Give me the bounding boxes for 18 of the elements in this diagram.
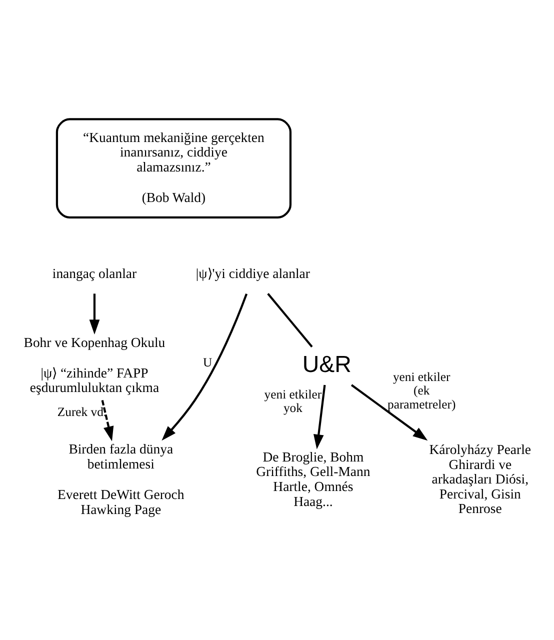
node-text: |ψ⟩'yi ciddiye alanlar	[196, 266, 310, 281]
node-text: De Broglie, Bohm Griffiths, Gell-Mann Hartle, Omnés Haag...	[256, 448, 370, 508]
arrow	[101, 400, 114, 441]
edge-label: yeni etkiler (ek parametreler)	[388, 369, 456, 411]
edge-label: Zurek vd.	[57, 404, 107, 418]
node-text: Bohr ve Kopenhag Okulu |ψ⟩ “zihinde” FAPP eşdurumluluktan çıkma	[24, 334, 166, 395]
connector	[267, 292, 313, 348]
edge-label: U	[202, 355, 212, 370]
node-box: “Kuantum mekaniğine gerçekten inanırsanız, ciddiye alamazsınız.” (Bob Wald)	[56, 118, 292, 218]
arrow	[162, 293, 248, 440]
node-text: U&R	[302, 350, 352, 376]
edge-label: yeni etkiler yok	[264, 386, 322, 415]
node-text: Birden fazla dünya betimlemesi Everett DeWitt Geroch Hawking Page	[58, 441, 184, 516]
node-text: Károlyházy Pearle Ghirardi ve arkadaşları Diósi, Percival, Gisin Penrose	[429, 442, 531, 516]
arrow	[313, 384, 326, 449]
arrow	[89, 293, 100, 334]
node-text: inangaç olanlar	[52, 266, 137, 281]
arrow	[350, 384, 428, 440]
